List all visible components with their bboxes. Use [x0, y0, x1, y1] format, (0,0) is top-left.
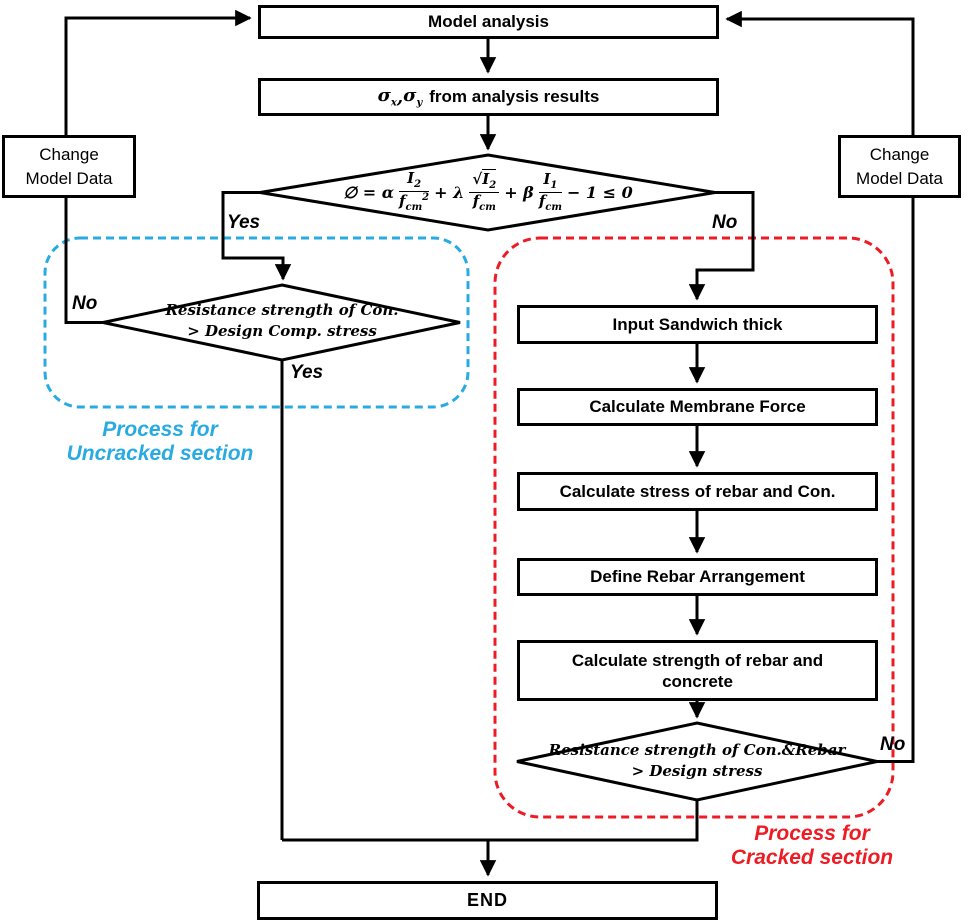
define-rebar-label: Define Rebar Arrangement — [590, 567, 805, 586]
calc-strength-box: Calculate strength of rebar and concrete — [517, 640, 878, 701]
end-label: END — [466, 890, 508, 910]
change-model-data-left-box: Change Model Data — [2, 135, 136, 198]
radical-sign: √ — [472, 169, 483, 188]
sigma-x-symbol: σx — [377, 85, 397, 109]
uncracked-section-label: Process for Uncracked section — [35, 418, 285, 466]
sigma-results-box: σx, σy from analysis results — [258, 78, 719, 116]
uncracked-section-line2: Uncracked section — [66, 442, 254, 465]
model-analysis-box: Model analysis — [258, 5, 719, 39]
uncracked-region-outline — [43, 236, 470, 409]
input-sandwich-label: Input Sandwich thick — [612, 314, 783, 334]
calc-stress-box: Calculate stress of rebar and Con. — [517, 472, 878, 511]
edge-formula-yes — [221, 191, 292, 281]
cracked-decision-label: Resistance strength of Con.&Rebar > Desi… — [535, 735, 859, 787]
cracked-section-label: Process for Cracked section — [687, 822, 937, 870]
uncracked-decision-diamond — [102, 283, 461, 362]
change-right-line2: Model Data — [856, 168, 943, 188]
formula-lead: ∅ = α — [343, 182, 395, 202]
calc-membrane-label: Calculate Membrane Force — [589, 397, 806, 416]
define-rebar-box: Define Rebar Arrangement — [517, 558, 878, 596]
cracked-decision-line2: > Design stress — [631, 762, 763, 780]
calc-strength-label: Calculate strength of rebar and concrete — [571, 650, 824, 691]
uncracked-no-label: No — [72, 293, 98, 314]
change-left-line2: Model Data — [25, 168, 113, 188]
cracked-decision-diamond — [516, 721, 878, 802]
cracked-region-outline — [493, 236, 895, 819]
end-box: END — [257, 881, 718, 920]
change-left-line1: Change — [39, 144, 99, 164]
calc-stress-label: Calculate stress of rebar and Con. — [559, 481, 836, 501]
formula-op2: + β — [504, 182, 534, 202]
edge-bottom-collector — [282, 800, 699, 842]
formula-op1: + λ — [434, 182, 465, 202]
model-analysis-label: Model analysis — [428, 12, 549, 31]
formula-expression: ∅ = α I2 fcm2 + λ √I2 fcm + β I1 fcm − 1… — [270, 158, 706, 226]
cracked-section-line1: Process for — [754, 822, 870, 845]
uncracked-decision-label: Resistance strength of Con. > Design Com… — [132, 294, 432, 348]
uncracked-decision-line1: Resistance strength of Con. — [165, 301, 399, 319]
cracked-no-label: No — [880, 734, 906, 755]
formula-fraction-1: I2 fcm2 — [399, 169, 430, 213]
cracked-section-line2: Cracked section — [730, 846, 894, 869]
sigma-separator: , — [396, 86, 404, 108]
uncracked-decision-line2: > Design Comp. stress — [187, 322, 377, 340]
cracked-decision-line1: Resistance strength of Con.&Rebar — [548, 741, 846, 759]
formula-no-label: No — [712, 212, 738, 233]
calc-membrane-box: Calculate Membrane Force — [517, 388, 878, 426]
formula-yes-label: Yes — [227, 212, 261, 233]
change-right-line1: Change — [869, 144, 930, 164]
input-sandwich-box: Input Sandwich thick — [517, 305, 878, 344]
change-model-data-right-box: Change Model Data — [838, 135, 961, 198]
formula-tail: − 1 ≤ 0 — [566, 182, 633, 202]
formula-fraction-2: √I2 fcm — [469, 168, 500, 213]
uncracked-yes-label: Yes — [290, 362, 324, 383]
sigma-y-symbol: σy — [403, 85, 423, 109]
sigma-rest-label: from analysis results — [429, 87, 600, 106]
edge-cracked-no-feedback — [725, 10, 915, 763]
uncracked-section-line1: Process for — [102, 418, 218, 441]
edge-formula-no — [688, 191, 755, 301]
formula-fraction-3: I1 fcm — [538, 169, 562, 213]
formula-decision-diamond — [259, 153, 716, 232]
